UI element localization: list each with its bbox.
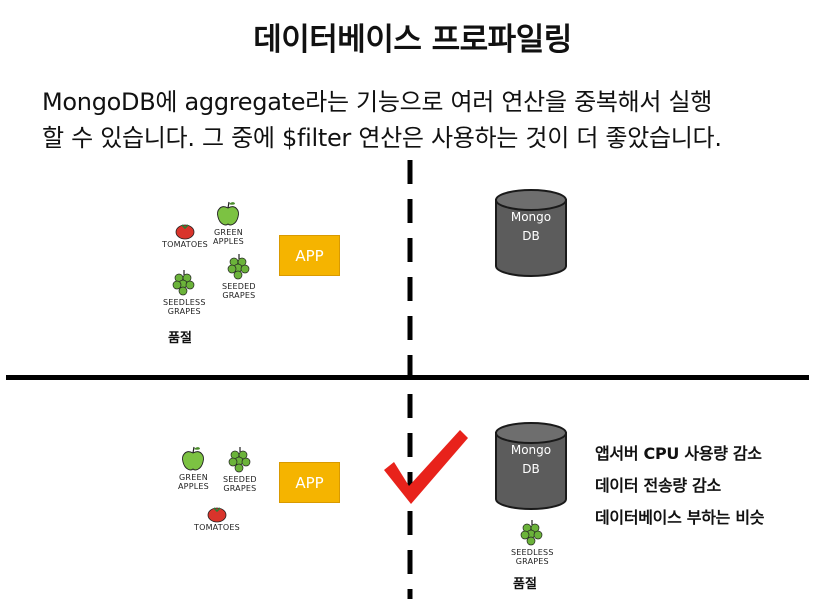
benefit-item: 앱서버 CPU 사용량 감소	[595, 444, 762, 463]
top-seeded-grapes-item: SEEDED GRAPES	[222, 252, 256, 300]
checkmark-icon	[384, 430, 468, 504]
bottom-mongodb-cylinder: Mongo DB	[494, 421, 568, 511]
top-app-box: APP	[279, 235, 340, 276]
description-paragraph: MongoDB에 aggregate라는 기능으로 여러 연산을 중복해서 실행…	[42, 84, 802, 156]
benefit-item: 데이터 전송량 감소	[595, 476, 721, 495]
top-seedless-grapes-item: SEEDLESS GRAPES	[163, 268, 206, 316]
bottom-seeded-grapes-item: SEEDED GRAPES	[223, 445, 257, 493]
tomato-icon	[175, 224, 195, 240]
bottom-green-apples-item: GREEN APPLES	[178, 445, 209, 491]
benefits-list: 앱서버 CPU 사용량 감소 데이터 전송량 감소 데이터베이스 부하는 비슷	[595, 438, 764, 534]
green-apple-icon	[217, 201, 240, 226]
db-label-line: DB	[522, 229, 540, 243]
top-mongodb-cylinder: Mongo DB	[494, 188, 568, 278]
tomato-icon	[207, 507, 227, 523]
bottom-tomatoes-item: TOMATOES	[194, 503, 240, 532]
database-icon	[495, 422, 567, 510]
db-label-line: DB	[522, 462, 540, 476]
seedless-grapes-icon	[520, 520, 543, 546]
page-title: 데이터베이스 프로파일링	[253, 22, 572, 58]
bottom-soldout-label: 품절	[513, 577, 537, 592]
seeded-grapes-icon	[227, 254, 250, 280]
db-label-line: Mongo	[510, 443, 552, 457]
description-line: MongoDB에 aggregate라는 기능으로 여러 연산을 중복해서 실행	[42, 88, 713, 116]
top-green-apples-item: GREEN APPLES	[213, 200, 244, 246]
top-tomatoes-item: TOMATOES	[162, 220, 208, 249]
bottom-app-box: APP	[279, 462, 340, 503]
seedless-grapes-icon	[172, 270, 195, 296]
top-soldout-label: 품절	[168, 331, 192, 346]
benefit-item: 데이터베이스 부하는 비슷	[595, 508, 765, 527]
panel-divider	[6, 375, 809, 380]
db-label-line: Mongo	[510, 210, 552, 224]
green-apple-icon	[182, 446, 205, 471]
seeded-grapes-icon	[228, 447, 251, 473]
bottom-seedless-grapes-item: SEEDLESS GRAPES	[511, 518, 554, 566]
database-icon	[495, 189, 567, 277]
description-line: 할 수 있습니다. 그 중에 $filter 연산은 사용하는 것이 더 좋았습…	[42, 124, 722, 152]
